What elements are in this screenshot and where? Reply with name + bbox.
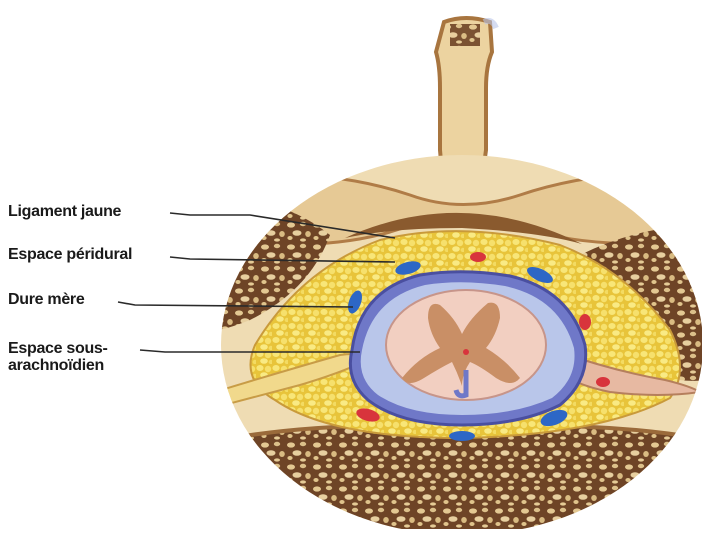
label-espace-peridural: Espace péridural xyxy=(8,246,132,263)
spinal-cord xyxy=(386,290,546,400)
label-espace-sous-arachnoidien-line1: Espace sous- xyxy=(8,340,108,357)
label-espace-sous-arachnoidien-line2: arachnoïdien xyxy=(8,357,104,374)
label-ligament-jaune: Ligament jaune xyxy=(8,203,121,220)
vertebral-body xyxy=(220,426,702,529)
label-dure-mere: Dure mère xyxy=(8,291,84,308)
